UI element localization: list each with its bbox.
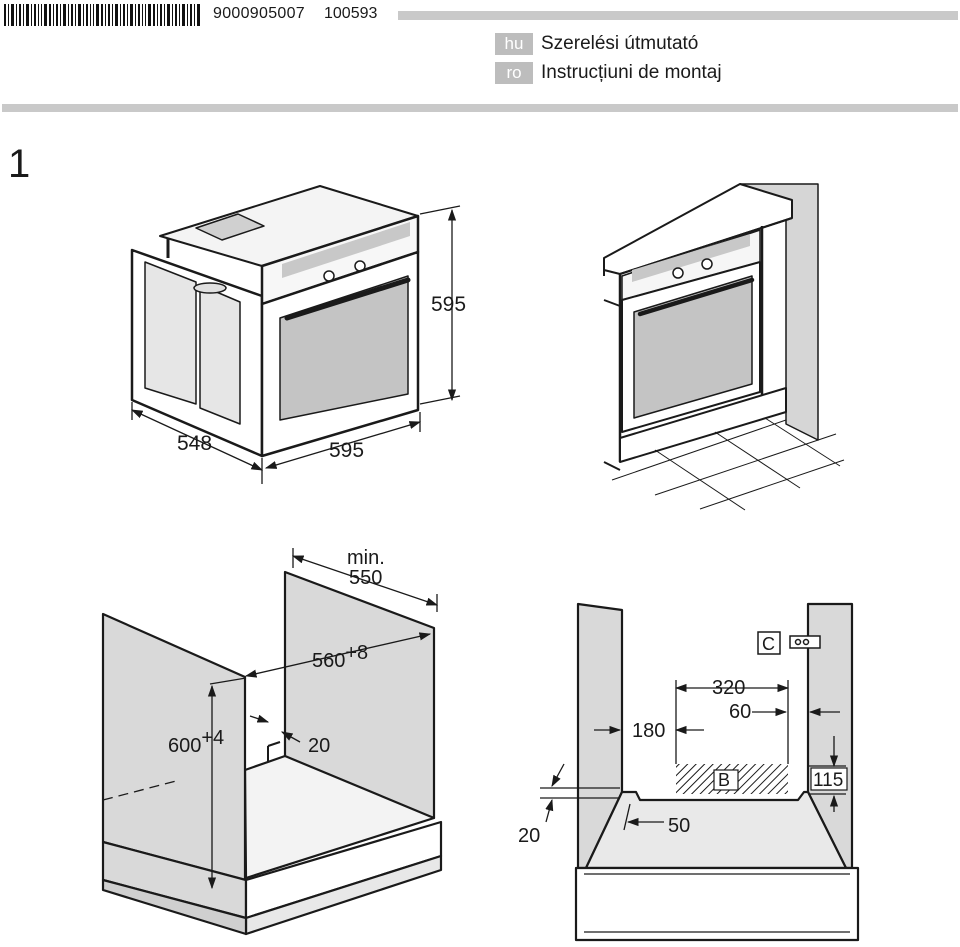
cabinet-height-label: 600+4 xyxy=(168,727,224,757)
oven-depth-label: 548 xyxy=(177,432,212,455)
figure-number: 1 xyxy=(8,142,31,186)
language-row-hu: hu Szerelési útmutató xyxy=(495,33,698,55)
cabinet-dimensions xyxy=(102,548,439,890)
barcode xyxy=(4,4,200,26)
language-title: Szerelési útmutató xyxy=(541,33,699,54)
oven-isometric xyxy=(130,185,420,458)
oven-height-label: 595 xyxy=(431,293,466,316)
document-number: 9000905007 xyxy=(213,5,305,22)
cabinet-min-label: min. xyxy=(347,547,385,569)
vent-b-label: B xyxy=(718,770,730,790)
bracket-c-label: C xyxy=(762,634,775,654)
front-section xyxy=(574,602,860,942)
dim-180-label: 180 xyxy=(632,720,665,742)
floor-tiles xyxy=(611,417,845,511)
cabinet-min-depth-label: 550 xyxy=(349,567,382,589)
cabinet-width-label: 560+8 xyxy=(312,642,368,672)
document-code: 100593 xyxy=(324,5,378,22)
separator-bar xyxy=(2,104,958,112)
dim-115-label: 115 xyxy=(813,770,843,791)
dim-60-label: 60 xyxy=(729,701,751,723)
language-title: Instrucțiuni de montaj xyxy=(541,62,722,83)
language-code: ro xyxy=(495,62,533,84)
dim-320-label: 320 xyxy=(712,677,745,699)
language-code: hu xyxy=(495,33,533,55)
cabinet-gap-label: 20 xyxy=(308,735,330,757)
oven-width-label: 595 xyxy=(329,439,364,462)
oven-dimensions xyxy=(130,205,461,484)
dim-50-label: 50 xyxy=(668,815,690,837)
installed-oven xyxy=(603,183,819,471)
cabinet-niche xyxy=(101,570,443,936)
language-row-ro: ro Instrucțiuni de montaj xyxy=(495,62,722,84)
bracket-c xyxy=(757,631,821,655)
header-bar xyxy=(398,11,958,20)
section-dimensions xyxy=(540,680,846,831)
dim-20-label: 20 xyxy=(518,825,540,847)
